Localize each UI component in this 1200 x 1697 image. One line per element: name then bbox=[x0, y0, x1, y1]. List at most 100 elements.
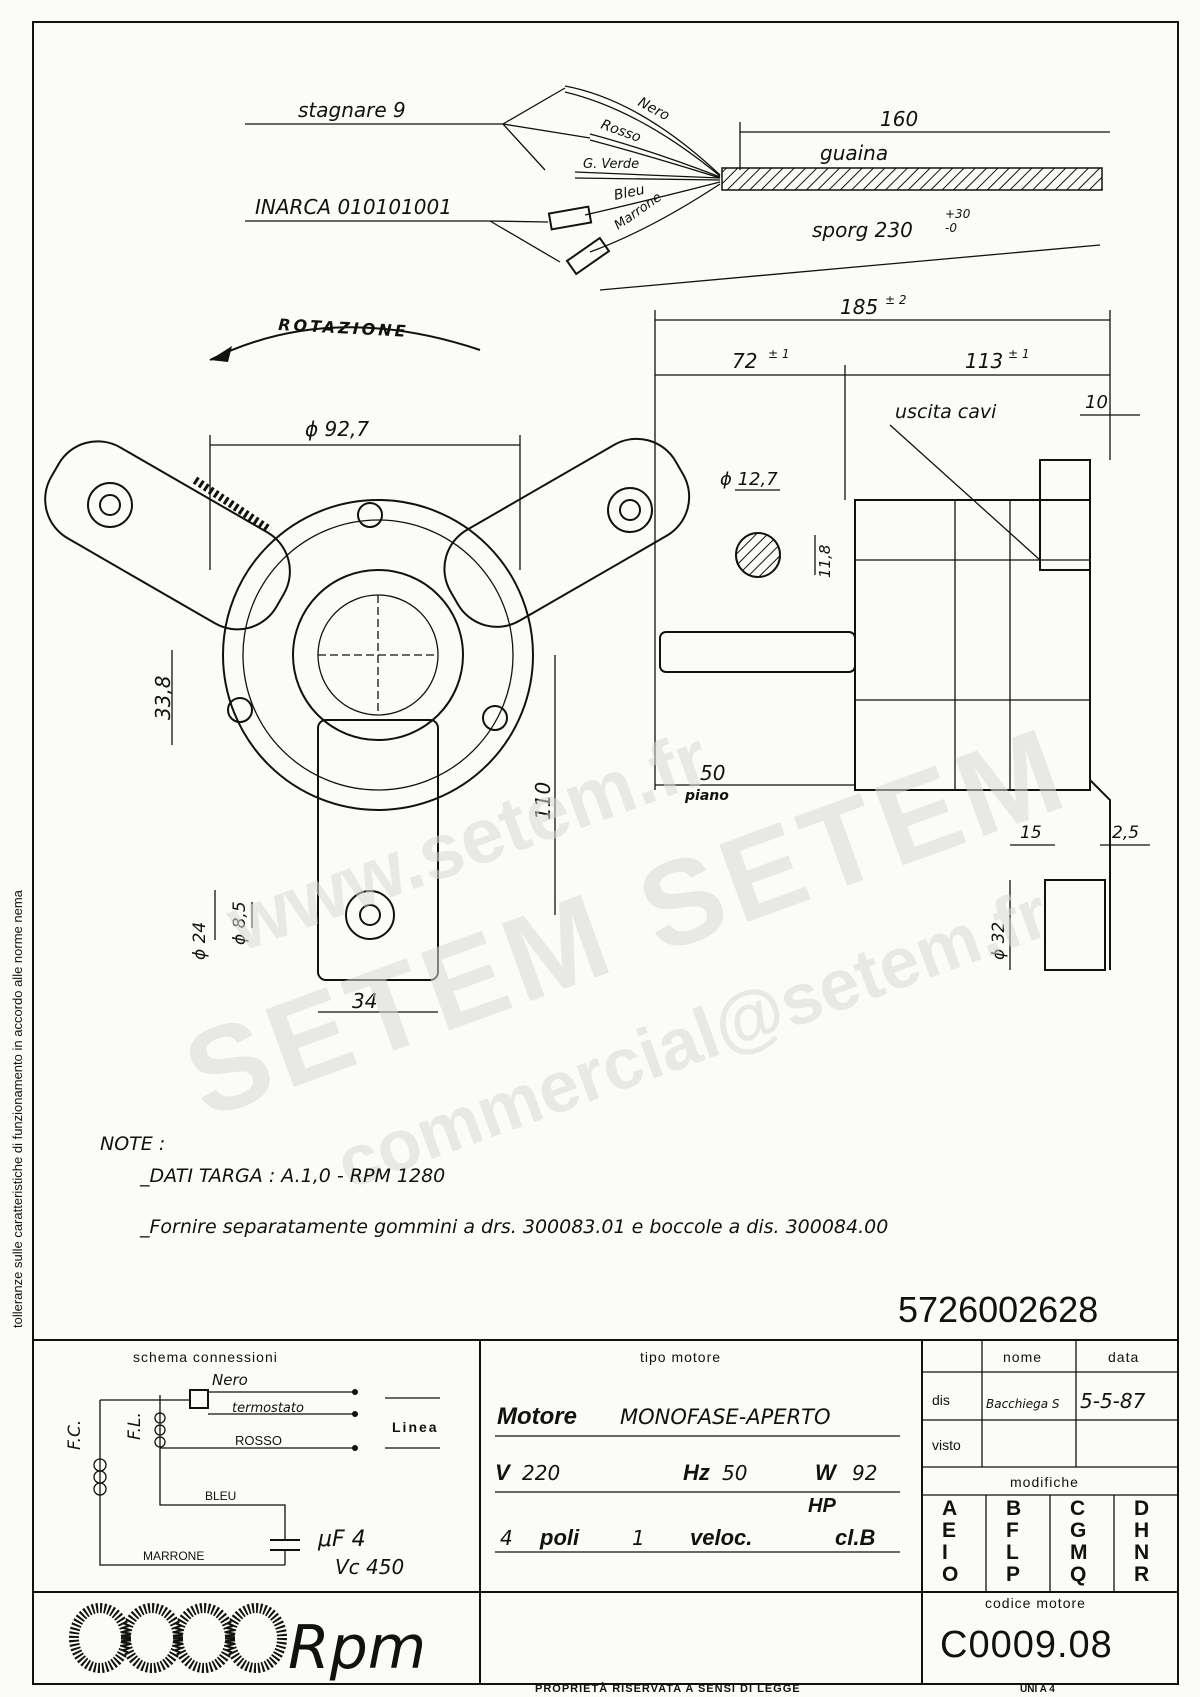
dim-185: 185 bbox=[840, 295, 878, 319]
mount-arm-left bbox=[44, 440, 291, 631]
rpm-logo-text: Rpm bbox=[288, 1613, 426, 1683]
dim-shaft-dia: ϕ 12,7 bbox=[720, 469, 778, 490]
wire-label-rosso: Rosso bbox=[599, 117, 643, 146]
modifiche-letter: A bbox=[942, 1497, 957, 1520]
tb-codice-value: C0009.08 bbox=[940, 1624, 1113, 1666]
schema-fl: F.L. bbox=[125, 1412, 145, 1440]
tb-data-header: data bbox=[1108, 1349, 1139, 1365]
tipo-v-value: 220 bbox=[522, 1461, 560, 1485]
tipo-motore-bold: Motore bbox=[497, 1403, 577, 1430]
bracket bbox=[1089, 779, 1111, 970]
schema-nero: Nero bbox=[212, 1371, 248, 1389]
schema-bleu: BLEU bbox=[205, 1489, 236, 1503]
modifiche-letter: B bbox=[1006, 1497, 1021, 1520]
notes-line-1: _DATI TARGA : A.1,0 - RPM 1280 bbox=[139, 1165, 445, 1187]
sheet-border bbox=[32, 21, 1179, 1685]
notes: NOTE : _DATI TARGA : A.1,0 - RPM 1280 _F… bbox=[100, 1133, 888, 1238]
notes-line-2: _Fornire separatamente gommini a drs. 30… bbox=[139, 1216, 888, 1238]
guaina-label: guaina bbox=[820, 141, 888, 165]
inarca-label: INARCA 010101001 bbox=[255, 195, 452, 219]
part-number: 5726002628 bbox=[898, 1289, 1098, 1330]
dim-25: 2,5 bbox=[1112, 823, 1139, 843]
tipo-veloc-num: 1 bbox=[632, 1526, 645, 1550]
tb-dis-label: dis bbox=[932, 1392, 950, 1408]
schema-fc: F.C. bbox=[65, 1420, 85, 1450]
tol-72: ± 1 bbox=[768, 347, 790, 361]
modifiche-letter: G bbox=[1070, 1519, 1086, 1542]
dim-110: 110 bbox=[531, 782, 555, 820]
schema-termostato: termostato bbox=[232, 1401, 304, 1416]
dim-113: 113 bbox=[965, 349, 1003, 373]
dim-15: 15 bbox=[1020, 823, 1042, 843]
piano-label: piano bbox=[684, 788, 729, 804]
schema-marrone: MARRONE bbox=[143, 1549, 204, 1563]
rotation-arrow-icon bbox=[209, 326, 481, 361]
modifiche-letter: D bbox=[1134, 1497, 1149, 1520]
dim-dia-24: ϕ 24 bbox=[190, 922, 210, 960]
modifiche-letter: C bbox=[1070, 1497, 1085, 1520]
dim-34: 34 bbox=[352, 989, 377, 1013]
sporg-label: sporg 230 bbox=[812, 218, 913, 242]
modifiche-letter: O bbox=[942, 1563, 958, 1586]
modifiche-letter: P bbox=[1006, 1563, 1020, 1586]
modifiche-letter: F bbox=[1006, 1519, 1019, 1542]
connector-bleu-icon bbox=[547, 205, 593, 231]
dim-72: 72 bbox=[732, 349, 757, 373]
wire-label-bleu: Bleu bbox=[613, 182, 647, 204]
wire-label-gverde: G. Verde bbox=[583, 157, 639, 172]
sporg-tol-upper: +30 bbox=[945, 207, 971, 221]
dim-10: 10 bbox=[1085, 392, 1108, 413]
modifiche-letter: N bbox=[1134, 1541, 1149, 1564]
tb-dis-data: 5-5-87 bbox=[1080, 1389, 1146, 1413]
modifiche-letter: I bbox=[942, 1541, 948, 1564]
schema-vc: Vc 450 bbox=[335, 1555, 404, 1579]
uscita-label: uscita cavi bbox=[895, 401, 997, 423]
modifiche-letter: Q bbox=[1070, 1563, 1086, 1586]
tb-modifiche-label: modifiche bbox=[1010, 1474, 1079, 1490]
front-view: ROTAZIONE ϕ 92,7 33,8 110 ϕ 2 bbox=[44, 315, 691, 1013]
schema-rosso: ROSSO bbox=[235, 1433, 282, 1448]
title-block: schema connessioni Nero termostato ROSSO… bbox=[33, 1339, 1178, 1684]
shaft-section bbox=[735, 532, 781, 578]
modifiche-letter: H bbox=[1134, 1519, 1149, 1542]
tolerance-side-note: tolleranze sulle caratteristiche di funz… bbox=[10, 889, 25, 1328]
tipo-title: tipo motore bbox=[640, 1349, 721, 1365]
sheath-guaina bbox=[721, 167, 1103, 191]
tb-codice-label: codice motore bbox=[985, 1595, 1086, 1611]
dim-shaft-flat: 11,8 bbox=[816, 545, 834, 578]
schema-title: schema connessioni bbox=[133, 1349, 278, 1365]
dim-dia-32: ϕ 32 bbox=[989, 922, 1009, 960]
schema-uf: μF 4 bbox=[317, 1527, 366, 1552]
dim-50: 50 bbox=[700, 761, 725, 785]
tipo-poli-num: 4 bbox=[500, 1526, 513, 1550]
thermostat-icon bbox=[189, 1389, 209, 1409]
wire-label-nero: Nero bbox=[635, 94, 672, 124]
mount-arm-right bbox=[443, 437, 691, 628]
mount-arm-bottom bbox=[317, 719, 439, 981]
tipo-hz-value: 50 bbox=[722, 1461, 747, 1485]
tipo-w-value: 92 bbox=[852, 1461, 877, 1485]
stagnare-label: stagnare 9 bbox=[298, 98, 406, 122]
footer-left: PROPRIETÀ RISERVATA A SENSI DI LEGGE bbox=[535, 1682, 801, 1695]
dim-dia-8: ϕ 8,5 bbox=[230, 901, 250, 945]
tipo-poli: poli bbox=[539, 1525, 580, 1550]
watermarks: www.setem.fr SETEM SETEM commercial@sete… bbox=[168, 701, 1084, 1205]
tipo-w-label: W bbox=[815, 1460, 838, 1485]
tol-113: ± 1 bbox=[1008, 347, 1030, 361]
tb-visto-label: visto bbox=[932, 1437, 961, 1453]
dim-33: 33,8 bbox=[151, 675, 175, 720]
length-160: 160 bbox=[880, 107, 918, 131]
bushing bbox=[1044, 879, 1106, 971]
dim-dia-92: ϕ 92,7 bbox=[305, 417, 369, 441]
modifiche-letter: R bbox=[1134, 1563, 1149, 1586]
schema-linea: Linea bbox=[392, 1419, 439, 1435]
tol-185: ± 2 bbox=[885, 293, 907, 307]
tipo-hp: HP bbox=[808, 1495, 836, 1517]
sporg-tol-lower: -0 bbox=[945, 221, 957, 235]
modifiche-letter: M bbox=[1070, 1541, 1088, 1564]
tipo-motore-rest: MONOFASE-APERTO bbox=[620, 1405, 831, 1429]
coil-logo-icon bbox=[69, 1603, 287, 1673]
